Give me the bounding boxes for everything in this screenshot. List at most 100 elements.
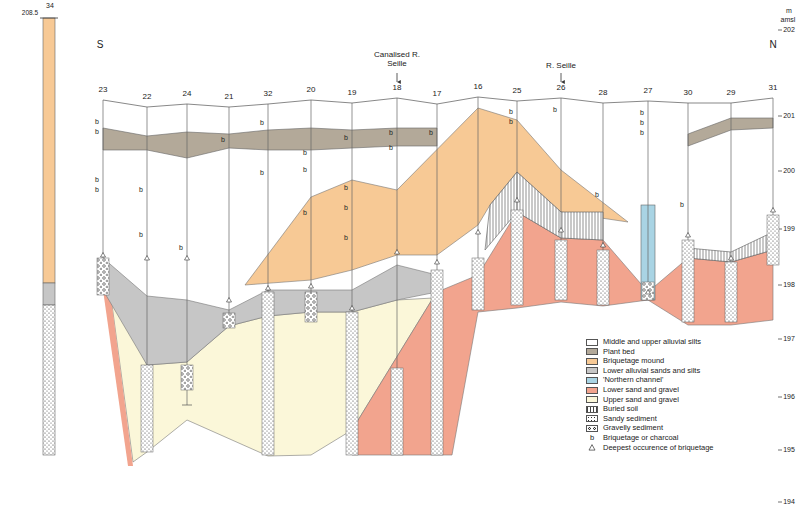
briquetage-mark: b xyxy=(221,136,225,144)
legend-text: Gravelly sediment xyxy=(603,424,663,432)
borehole-number: 26 xyxy=(557,84,566,93)
briquetage-mark: b xyxy=(179,244,183,252)
briquetage-mark: b xyxy=(303,149,307,157)
sediment-column xyxy=(223,313,235,328)
deepest-briquetage xyxy=(646,290,651,295)
briquetage-mark: b xyxy=(344,204,348,212)
axis-tick-label: 194 xyxy=(783,498,795,506)
borehole-whisker xyxy=(182,405,192,406)
borehole-line xyxy=(229,107,230,328)
deepest-briquetage xyxy=(145,256,150,261)
sediment-column xyxy=(431,270,443,455)
compass-letter: S xyxy=(97,39,104,50)
legend-swatch xyxy=(586,425,598,432)
elevation: 208.5 xyxy=(22,9,38,16)
sediment-column xyxy=(767,215,779,265)
borehole-number: 25 xyxy=(513,87,522,96)
compass-letter: N xyxy=(769,39,776,50)
river-arrow xyxy=(561,73,562,82)
briquetage-mark: b xyxy=(595,191,599,199)
briquetage-mark: b xyxy=(139,231,143,239)
axis-unit: m xyxy=(786,7,792,15)
legend-text: Buried soil xyxy=(603,405,638,413)
axis-tick-label: 196 xyxy=(783,393,795,401)
briquetage-mark: b xyxy=(553,106,557,114)
briquetage-mark: b xyxy=(95,118,99,126)
legend-swatch xyxy=(586,406,598,413)
legend-swatch xyxy=(586,377,598,384)
axis-ticks xyxy=(778,30,782,502)
axis-tick-label: 195 xyxy=(783,446,795,454)
briquetage-mark: b xyxy=(303,166,307,174)
axis-tick-label: 197 xyxy=(783,335,795,343)
deepest-briquetage xyxy=(515,198,520,203)
legend-text: Sandy sediment xyxy=(603,415,657,423)
sediment-column xyxy=(511,210,523,305)
borehole-number: 16 xyxy=(474,83,483,92)
briquetage-mark: b xyxy=(640,119,644,127)
borehole-number: 31 xyxy=(769,84,778,93)
borehole-line xyxy=(187,104,188,405)
legend-swatch xyxy=(586,387,598,394)
briquetage-mark: b xyxy=(640,109,644,117)
sediment-column xyxy=(597,250,609,305)
sediment-column xyxy=(642,282,654,300)
legend-swatch xyxy=(586,348,598,355)
legend-text: Upper sand and gravel xyxy=(603,396,679,404)
briquetage-mark: b xyxy=(344,184,348,192)
legend-swatch xyxy=(586,415,598,422)
river-arrow xyxy=(397,73,398,82)
borehole-number: 24 xyxy=(183,90,192,99)
legend-text: Briquetage or charcoal xyxy=(603,434,678,442)
deepest-briquetage xyxy=(395,250,400,255)
briquetage-mark: b xyxy=(95,128,99,136)
briquetage-mark: b xyxy=(429,129,433,137)
deepest-briquetage xyxy=(185,256,190,261)
borehole-line xyxy=(648,101,649,300)
borehole-number: 32 xyxy=(264,90,273,99)
deepest-briquetage xyxy=(435,260,440,265)
legend-text: Lower sand and gravel xyxy=(603,386,679,394)
legend-text: Deepest occurence of briquetage xyxy=(603,444,714,452)
deepest-briquetage xyxy=(476,230,481,235)
legend-text: Middle and upper alluvial silts xyxy=(603,338,701,346)
borehole-number: 20 xyxy=(307,86,316,95)
deepest-briquetage xyxy=(601,243,606,248)
borehole-column xyxy=(43,305,55,455)
axis-tick-label: 200 xyxy=(783,167,795,175)
legend-text: Briquetage mound xyxy=(603,357,664,365)
sediment-column xyxy=(472,258,484,310)
axis-unit: amsl xyxy=(781,16,796,24)
river-label: Canalised R. Seille xyxy=(374,51,420,69)
borehole-column xyxy=(43,283,55,305)
axis-tick-label: 199 xyxy=(783,225,795,233)
deepest-briquetage xyxy=(686,233,691,238)
deepest-briquetage xyxy=(771,208,776,213)
deepest-briquetage xyxy=(559,228,564,233)
sediment-column xyxy=(725,262,737,322)
sediment-column xyxy=(305,292,317,322)
borehole-number: 34 xyxy=(46,2,54,10)
break-mark xyxy=(40,18,58,19)
borehole-number: 30 xyxy=(684,89,693,98)
borehole-line xyxy=(311,100,312,322)
briquetage-mark: b xyxy=(139,186,143,194)
borehole-number: 23 xyxy=(99,86,108,95)
borehole-number: 28 xyxy=(599,89,608,98)
briquetage-mark: b xyxy=(344,134,348,142)
legend-swatch xyxy=(586,367,598,374)
borehole-number: 22 xyxy=(143,93,152,102)
sediment-column xyxy=(555,240,567,300)
briquetage-mark: b xyxy=(95,176,99,184)
sediment-column xyxy=(181,365,193,390)
buried-soil xyxy=(485,172,603,250)
sediment-column xyxy=(682,240,694,322)
buried-soil xyxy=(688,232,773,262)
axis-tick-label: 202 xyxy=(783,26,795,34)
river-label: R. Seille xyxy=(546,62,576,71)
sediment-column xyxy=(346,312,358,455)
briquetage-mark: b xyxy=(303,209,307,217)
borehole-number: 19 xyxy=(348,89,357,98)
legend-swatch xyxy=(586,396,598,403)
briquetage-mark: b xyxy=(389,144,393,152)
